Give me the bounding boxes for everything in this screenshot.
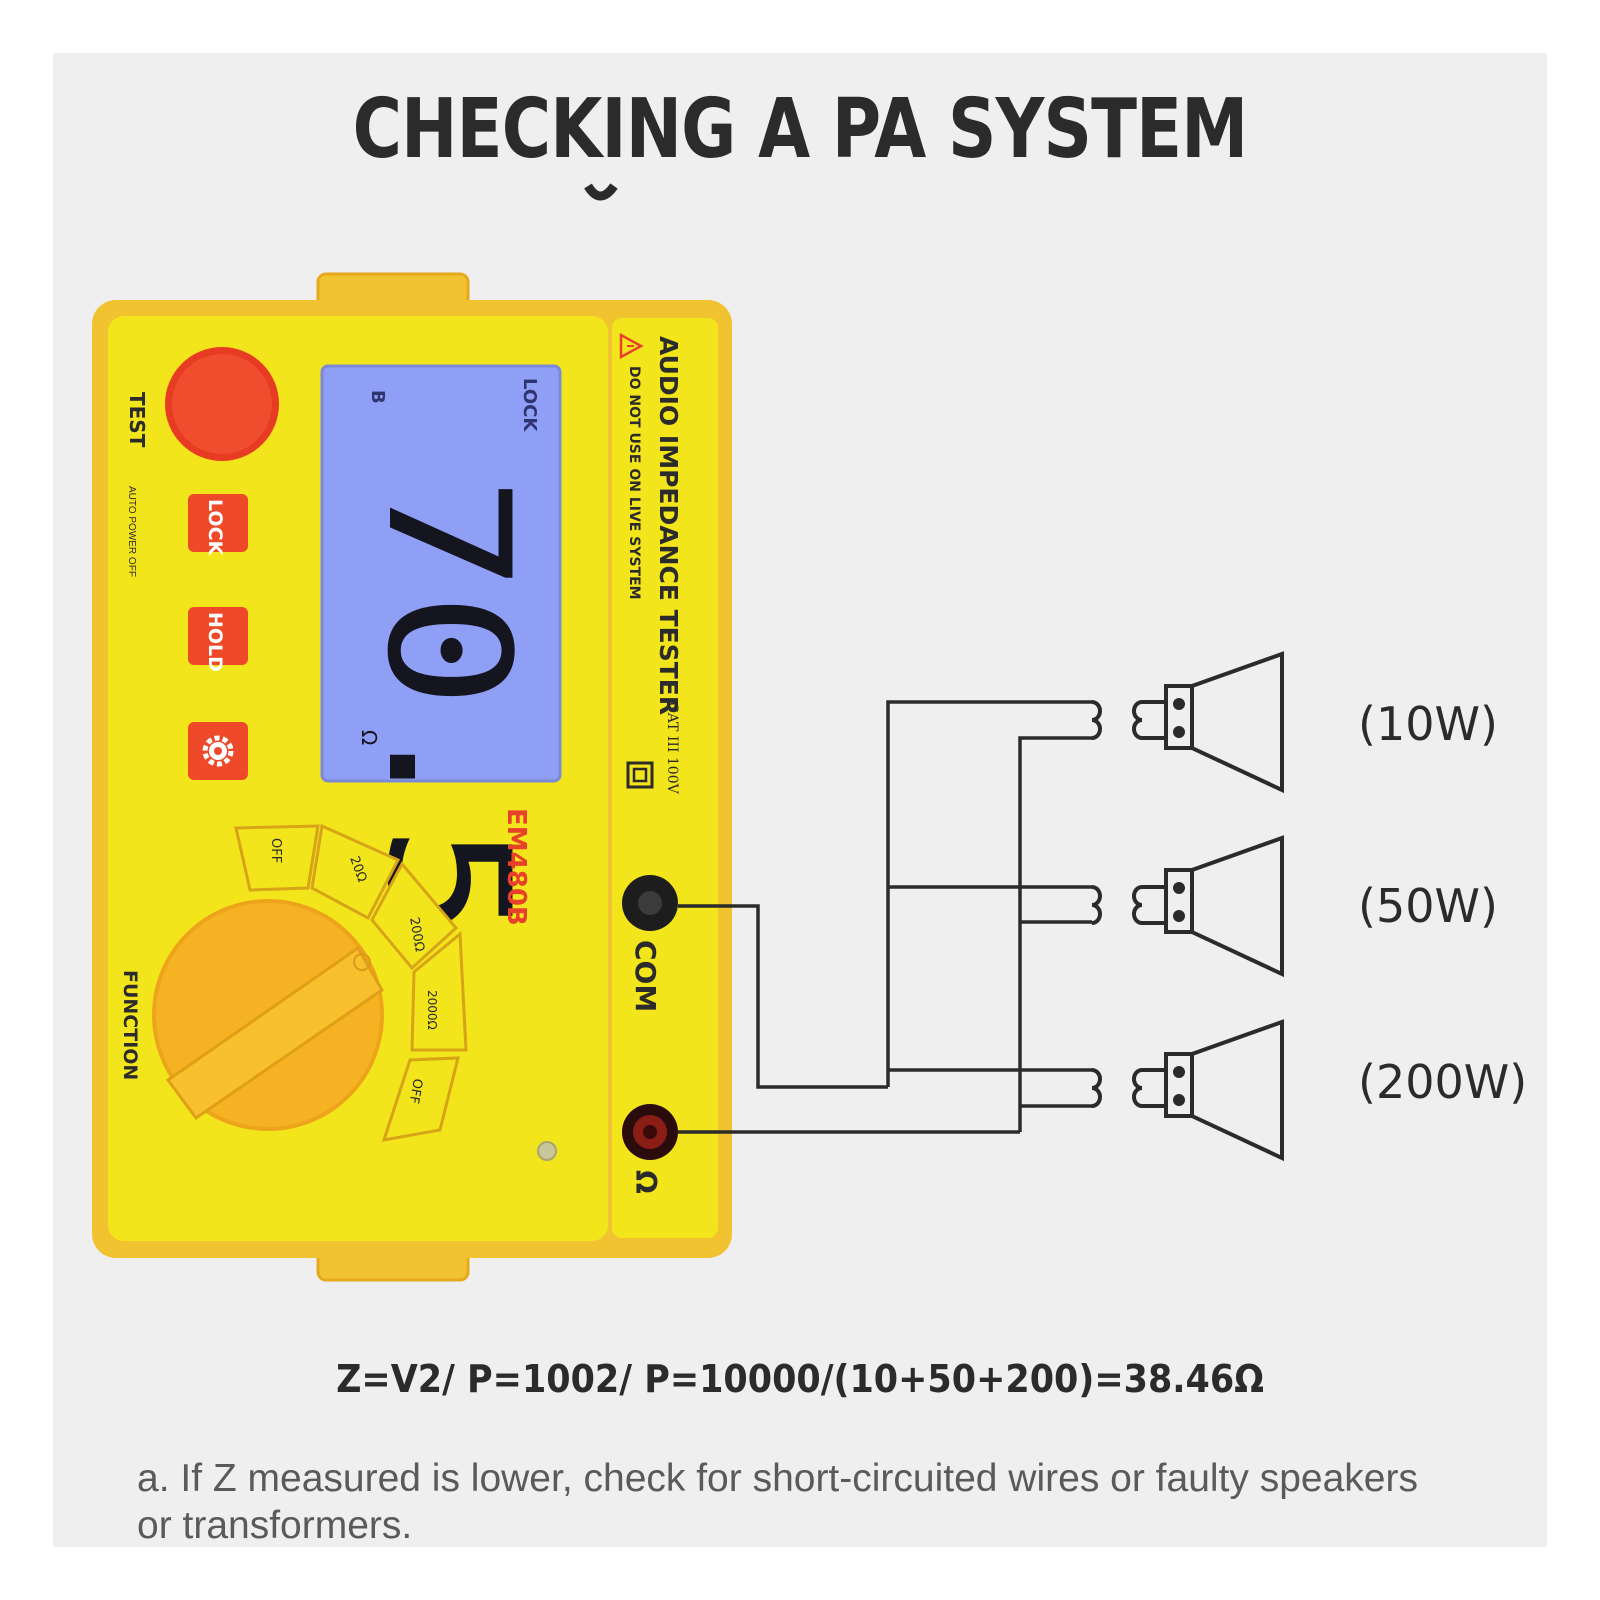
speaker-row-1 [1091,651,1284,794]
auto-power-off-label: AUTO POWER OFF [126,486,137,577]
dial-position-off-bottom: OFF [406,1077,425,1104]
dial-position-off-top: OFF [268,838,283,863]
rating-label: CAT III 100V [664,702,680,795]
page-title: CHECKING A PA SYSTEM [352,82,1249,177]
note-text: a. If Z measured is lower, check for sho… [137,1457,1418,1547]
hold-button[interactable] [188,607,248,665]
lock-button-label: LOCK [204,499,226,557]
function-dial-scale [234,823,468,1142]
com-wire [678,904,888,1089]
knob-grip [165,945,384,1121]
wiring [678,700,1092,1134]
speaker-cone [1190,651,1284,794]
speaker-label-50w: (50W) [1358,879,1498,933]
warning-icon [619,332,644,360]
hold-button-label: HOLD [204,612,226,672]
terminal-panel [612,318,718,1238]
lock-button[interactable] [188,494,248,552]
com-label: COM [629,940,662,1012]
lcd-unit: Ω [357,730,381,745]
speaker-row-3 [1091,1019,1284,1162]
speaker-magnet [1164,684,1194,750]
test-label: TEST [125,392,149,448]
impedance-formula: Z=V2/ P=1002/ P=10000/(10+50+200)=38.46Ω [336,1357,1264,1401]
transformer-coil-secondary [1132,700,1143,740]
speaker-row-2 [1091,835,1284,978]
transformer-coil-primary [1091,700,1102,740]
ohm-label: Ω [629,1170,662,1194]
model-label: EM480B [501,808,531,926]
double-insulation-icon [626,761,654,789]
lcd-lock-indicator: LOCK [519,378,540,432]
speaker-label-200w: (200W) [1358,1055,1527,1109]
impedance-tester: TEST AUTO POWER OFF LOCK HOLD LOCK B 70.… [92,272,732,1282]
function-label: FUNCTION [119,970,141,1080]
dial-position-2000: 2000Ω [425,990,439,1030]
lcd-screen [320,364,562,783]
indicator-light [537,1141,557,1161]
title-artifact [584,183,618,201]
gear-icon [202,735,234,767]
lcd-battery-indicator: B [367,390,388,404]
speaker-label-10w: (10W) [1358,697,1498,751]
device-name: AUDIO IMPEDANCE TESTER [654,336,683,715]
dial-position-200: 200Ω [406,916,427,953]
warning-text: DO NOT USE ON LIVE SYSTEM [626,366,642,600]
